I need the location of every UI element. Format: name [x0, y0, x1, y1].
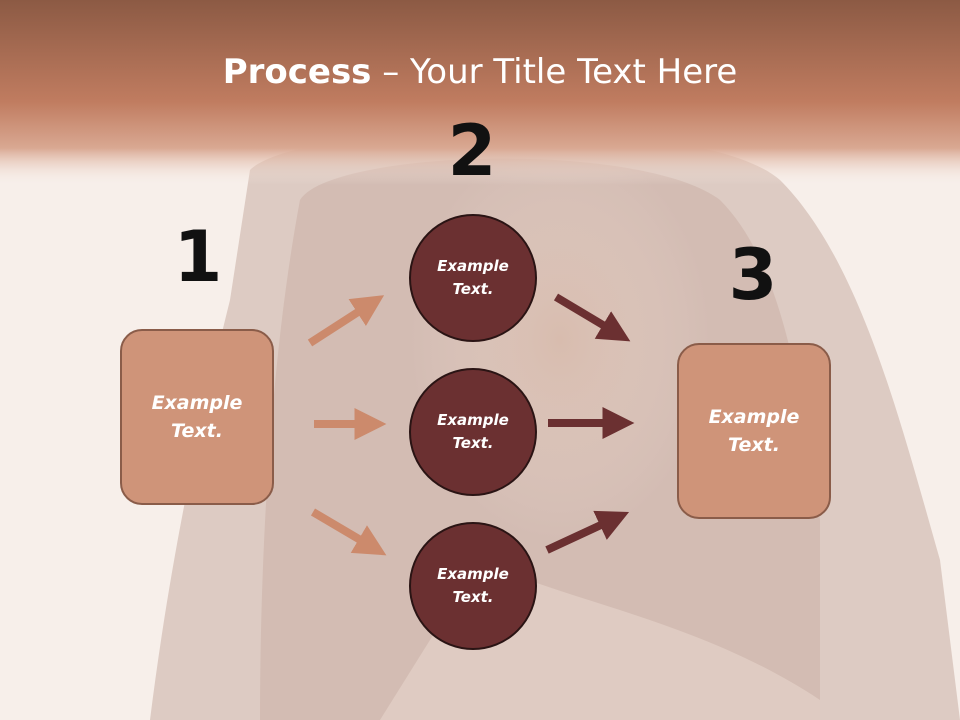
arrow-left-down	[310, 508, 387, 556]
step-number-3: 3	[728, 234, 778, 316]
page-title: Process – Your Title Text Here	[222, 52, 738, 92]
left-box-line2: Text.	[171, 420, 223, 442]
step-number-1: 1	[173, 216, 223, 298]
left-box-line1: Example	[151, 391, 243, 414]
circle-bottom-line2: Text.	[452, 588, 494, 606]
step-number-2: 2	[447, 110, 497, 192]
right-box-line1: Example	[708, 405, 800, 428]
arrow-right-down	[553, 293, 631, 342]
arrow-left-up	[307, 295, 385, 347]
circle-bottom-line1: Example	[437, 564, 509, 583]
circle-middle-line1: Example	[437, 410, 509, 429]
right-box-line2: Text.	[728, 434, 780, 456]
circle-top-line1: Example	[437, 256, 509, 275]
circle-middle-line2: Text.	[452, 434, 494, 452]
arrow-right-up	[545, 510, 630, 554]
circle-top-line2: Text.	[452, 280, 494, 298]
